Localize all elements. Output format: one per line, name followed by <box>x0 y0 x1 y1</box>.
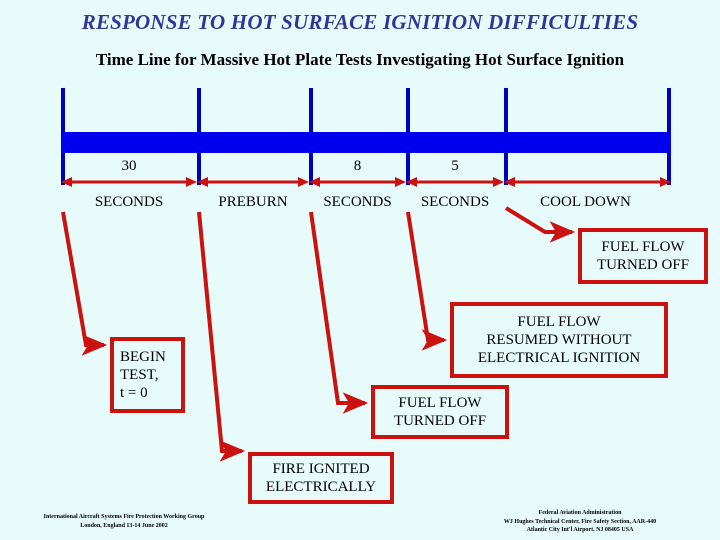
footer-left-line-2: London, England 13-14 June 2002 <box>80 522 168 529</box>
callout-line: RESUMED WITHOUT <box>486 331 632 348</box>
page-subtitle: Time Line for Massive Hot Plate Tests In… <box>95 50 625 69</box>
callout-line: FIRE IGNITED <box>272 460 370 477</box>
connector-fire-ignited <box>197 211 246 462</box>
segment-label-cool-down: COOL DOWN <box>540 194 631 210</box>
callout-fuel-flow-resumed: FUEL FLOW RESUMED WITHOUT ELECTRICAL IGN… <box>450 302 668 378</box>
connector-begin-test <box>61 211 108 356</box>
page-title: RESPONSE TO HOT SURFACE IGNITION DIFFICU… <box>81 10 639 34</box>
segment-number-2: 8 <box>353 158 362 174</box>
callout-fire-ignited: FIRE IGNITED ELECTRICALLY <box>248 452 394 504</box>
callout-line: FUEL FLOW <box>601 238 685 255</box>
segment-number-0: 30 <box>121 158 137 174</box>
callout-line: t = 0 <box>120 385 148 402</box>
footer-left: International Aircraft Systems Fire Prot… <box>14 513 234 530</box>
segment-arrow-4 <box>504 177 671 187</box>
callout-line: TURNED OFF <box>393 413 487 429</box>
callout-line: BEGIN <box>120 348 166 365</box>
callout-begin-test: BEGIN TEST, t = 0 <box>110 337 185 413</box>
segment-arrow-0 <box>61 177 197 187</box>
segment-arrow-3 <box>406 177 504 187</box>
callout-line: FUEL FLOW <box>517 313 601 330</box>
footer-right-line-3: Atlantic City Int'l Airport, NJ 08405 US… <box>526 527 634 534</box>
callout-fuel-flow-turned-off-mid: FUEL FLOW TURNED OFF <box>371 385 509 439</box>
callout-line: ELECTRICAL IGNITION <box>477 350 641 367</box>
segment-number-3: 5 <box>451 158 459 174</box>
connector-fuel-flow-off-mid <box>309 211 369 414</box>
segment-label-seconds-30: SECONDS <box>94 194 164 210</box>
segment-label-seconds-8: SECONDS <box>323 194 392 210</box>
connector-fuel-flow-resumed <box>406 211 448 351</box>
callout-line: ELECTRICALLY <box>265 479 377 495</box>
timeline-bar <box>61 132 671 153</box>
callout-line: TEST, <box>120 366 159 383</box>
callout-line: TURNED OFF <box>596 257 690 273</box>
segment-arrow-1 <box>197 177 309 187</box>
footer-right-line-1: Federal Aviation Administration <box>538 510 622 516</box>
callout-fuel-flow-turned-off-top: FUEL FLOW TURNED OFF <box>578 228 708 284</box>
callout-line: FUEL FLOW <box>398 394 482 411</box>
segment-label-seconds-5: SECONDS <box>420 194 490 210</box>
segment-label-preburn: PREBURN <box>218 194 288 210</box>
segment-arrow-2 <box>309 177 406 187</box>
footer-left-line-1: International Aircraft Systems Fire Prot… <box>43 514 205 520</box>
footer-right-line-2: WJ Hughes Technical Center, Fire Safety … <box>503 518 657 525</box>
connector-fuel-flow-off-top <box>504 206 576 243</box>
footer-right: Federal Aviation Administration WJ Hughe… <box>448 509 712 535</box>
